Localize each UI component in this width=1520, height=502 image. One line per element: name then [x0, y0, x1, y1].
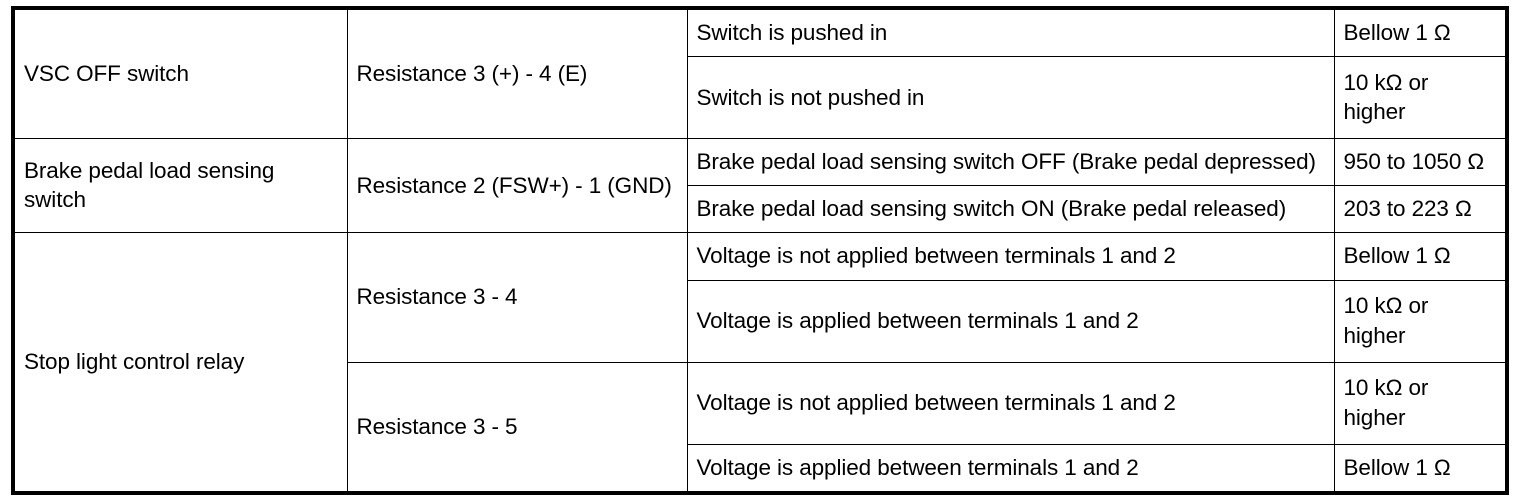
- table-row: Stop light control relay Resistance 3 - …: [12, 232, 1508, 494]
- table-row: VSC OFF switch Resistance 3 (+) - 4 (E) …: [12, 7, 1508, 140]
- cell-component-name: VSC OFF switch: [12, 7, 348, 140]
- cell-measurement-spec: Resistance 2 (FSW+) - 1 (GND): [346, 138, 688, 234]
- cell-spec-value: 950 to 1050 Ω: [1333, 138, 1508, 187]
- cell-spec-value: 203 to 223 Ω: [1333, 185, 1508, 234]
- specification-table-container: VSC OFF switch Resistance 3 (+) - 4 (E) …: [11, 6, 1509, 495]
- cell-measurement-spec: Resistance 3 - 4: [346, 232, 688, 363]
- cell-condition-text: Brake pedal load sensing switch ON (Brak…: [686, 185, 1335, 234]
- table-row: Voltage is applied between terminals 1 a…: [13, 443, 1508, 494]
- cell-measurement-spec: Resistance 3 (+) - 4 (E): [346, 7, 688, 140]
- cell-spec-value: 10 kΩ or higher: [1333, 361, 1508, 445]
- cell-condition-text: Voltage is applied between terminals 1 a…: [686, 279, 1335, 363]
- cell-component-name: Stop light control relay: [12, 232, 348, 494]
- table-row: Brake pedal load sensing switch Resistan…: [12, 138, 1508, 234]
- cell-spec-value: Bellow 1 Ω: [1333, 7, 1508, 58]
- cell-component-name: Brake pedal load sensing switch: [12, 138, 348, 234]
- table-row: Switch is not pushed in 10 kΩ or higher: [13, 56, 1508, 140]
- cell-measurement-spec: Resistance 3 - 5: [346, 361, 688, 494]
- cell-spec-value: 10 kΩ or higher: [1333, 56, 1508, 140]
- cell-spec-value: Bellow 1 Ω: [1333, 232, 1508, 281]
- table-row: Brake pedal load sensing switch ON (Brak…: [13, 185, 1508, 234]
- inspection-specification-table: VSC OFF switch Resistance 3 (+) - 4 (E) …: [11, 6, 1509, 495]
- table-row: Voltage is applied between terminals 1 a…: [13, 279, 1508, 363]
- cell-condition-text: Voltage is not applied between terminals…: [686, 361, 1335, 445]
- cell-condition-text: Switch is pushed in: [686, 7, 1335, 58]
- cell-condition-text: Voltage is not applied between terminals…: [686, 232, 1335, 281]
- cell-condition-text: Brake pedal load sensing switch OFF (Bra…: [686, 138, 1335, 187]
- cell-spec-value: 10 kΩ or higher: [1333, 279, 1508, 363]
- cell-condition-text: Voltage is applied between terminals 1 a…: [686, 443, 1335, 494]
- table-row: Resistance 3 - 5 Voltage is not applied …: [13, 361, 1508, 494]
- cell-condition-text: Switch is not pushed in: [686, 56, 1335, 140]
- cell-spec-value: Bellow 1 Ω: [1333, 443, 1508, 494]
